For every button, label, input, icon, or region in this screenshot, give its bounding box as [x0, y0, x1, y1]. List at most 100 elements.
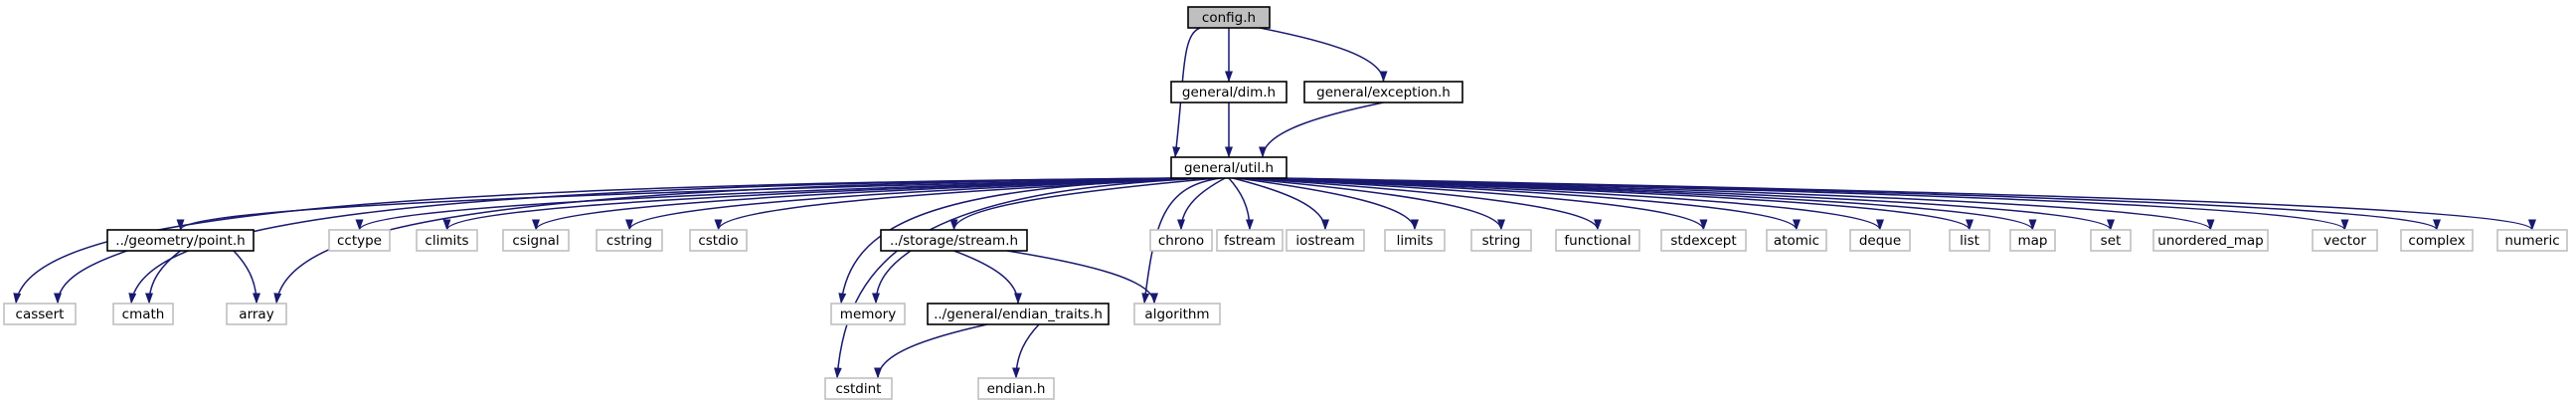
node-endian-traits[interactable]: ../general/endian_traits.h — [927, 303, 1110, 325]
node-array: array — [226, 303, 287, 325]
node-label: climits — [425, 233, 468, 249]
node-box — [824, 377, 893, 400]
edge-util-to-cmath — [128, 177, 1179, 305]
node-box — [502, 229, 570, 252]
node-climits: climits — [416, 229, 478, 252]
edge-util-to-point — [176, 177, 1183, 231]
node-csignal: csignal — [502, 229, 570, 252]
node-label: deque — [1859, 233, 1901, 249]
edge-util-to-stream — [949, 177, 1218, 231]
node-vector: vector — [2312, 229, 2378, 252]
node-cstdio: cstdio — [689, 229, 748, 252]
node-label: csignal — [512, 233, 559, 249]
node-limits: limits — [1384, 229, 1446, 252]
node-label: cmath — [122, 307, 165, 322]
node-stream[interactable]: ../storage/stream.h — [880, 229, 1028, 252]
node-point[interactable]: ../geometry/point.h — [106, 229, 255, 252]
node-label: ../geometry/point.h — [115, 233, 245, 249]
node-label: endian.h — [987, 381, 1046, 397]
node-box — [112, 303, 174, 325]
edge-util-to-unordered-map — [1271, 177, 2215, 231]
node-deque: deque — [1849, 229, 1911, 252]
node-set: set — [2090, 229, 2132, 252]
edge-util-to-chrono — [1177, 177, 1226, 231]
node-box — [1849, 229, 1911, 252]
node-box — [2152, 229, 2269, 252]
node-box — [977, 377, 1055, 400]
node-box — [1384, 229, 1446, 252]
edge-util-to-string — [1240, 177, 1505, 231]
nodes-layer: config.h general/dim.h general/exception.h… — [3, 6, 2568, 400]
node-label: cassert — [16, 307, 65, 322]
node-box — [1216, 229, 1284, 252]
edge-util-to-array — [273, 177, 1187, 305]
edge-util-to-memory — [838, 177, 1214, 305]
node-functional: functional — [1555, 229, 1640, 252]
node-box — [1555, 229, 1640, 252]
edge-stream-to-endian-traits — [953, 250, 1022, 305]
node-label: vector — [2323, 233, 2366, 249]
node-label: memory — [840, 307, 896, 322]
node-numeric: numeric — [2496, 229, 2568, 252]
node-box — [2009, 229, 2056, 252]
node-label: unordered_map — [2157, 233, 2263, 249]
node-config[interactable]: config.h — [1187, 6, 1271, 29]
node-box — [927, 303, 1110, 325]
edge-util-to-atomic — [1252, 177, 1801, 231]
edge-util-to-cctype — [355, 177, 1191, 231]
node-box — [1187, 6, 1271, 29]
node-cctype: cctype — [328, 229, 391, 252]
edge-point-to-cassert — [54, 250, 128, 305]
node-label: atomic — [1774, 233, 1819, 249]
edge-util-to-algorithm — [1141, 177, 1222, 305]
edge-util-to-csignal — [532, 177, 1199, 231]
node-label: numeric — [2504, 233, 2559, 249]
node-label: cctype — [337, 233, 382, 249]
node-label: list — [1960, 233, 1979, 249]
node-util[interactable]: general/util.h — [1170, 156, 1288, 179]
node-box — [1766, 229, 1827, 252]
node-box — [880, 229, 1028, 252]
node-cstdint: cstdint — [824, 377, 893, 400]
edge-exception-to-util — [1259, 102, 1384, 158]
node-label: limits — [1397, 233, 1434, 249]
node-unordered-map: unordered_map — [2152, 229, 2269, 252]
node-label: string — [1482, 233, 1521, 249]
edge-util-to-limits — [1236, 177, 1419, 231]
edge-util-to-cstring — [625, 177, 1203, 231]
node-label: fstream — [1224, 233, 1276, 249]
node-label: chrono — [1158, 233, 1204, 249]
node-box — [830, 303, 906, 325]
node-exception[interactable]: general/exception.h — [1303, 81, 1463, 103]
node-algorithm: algorithm — [1133, 303, 1221, 325]
node-string: string — [1470, 229, 1532, 252]
node-label: functional — [1564, 233, 1631, 249]
node-label: stdexcept — [1670, 233, 1736, 249]
edge-util-to-climits — [442, 177, 1195, 231]
node-label: general/util.h — [1184, 160, 1274, 176]
node-box — [2400, 229, 2474, 252]
node-endian: endian.h — [977, 377, 1055, 400]
node-label: complex — [2408, 233, 2465, 249]
edge-util-to-cstdint — [833, 177, 1210, 379]
node-list: list — [1949, 229, 1990, 252]
node-map: map — [2009, 229, 2056, 252]
node-box — [1286, 229, 1365, 252]
node-label: cstring — [606, 233, 652, 249]
node-label: cstdint — [836, 381, 882, 397]
node-box — [2496, 229, 2568, 252]
node-cassert: cassert — [3, 303, 77, 325]
node-label: cstdio — [698, 233, 738, 249]
edge-endian-traits-to-endian — [1012, 323, 1040, 379]
edge-stream-to-memory — [872, 250, 912, 305]
node-chrono: chrono — [1149, 229, 1213, 252]
edge-util-to-deque — [1255, 177, 1884, 231]
node-box — [596, 229, 663, 252]
node-box — [2090, 229, 2132, 252]
node-box — [1133, 303, 1221, 325]
edge-config-to-util — [1172, 27, 1201, 158]
node-box — [1170, 156, 1288, 179]
node-label: set — [2101, 233, 2122, 249]
node-dim[interactable]: general/dim.h — [1170, 81, 1288, 103]
